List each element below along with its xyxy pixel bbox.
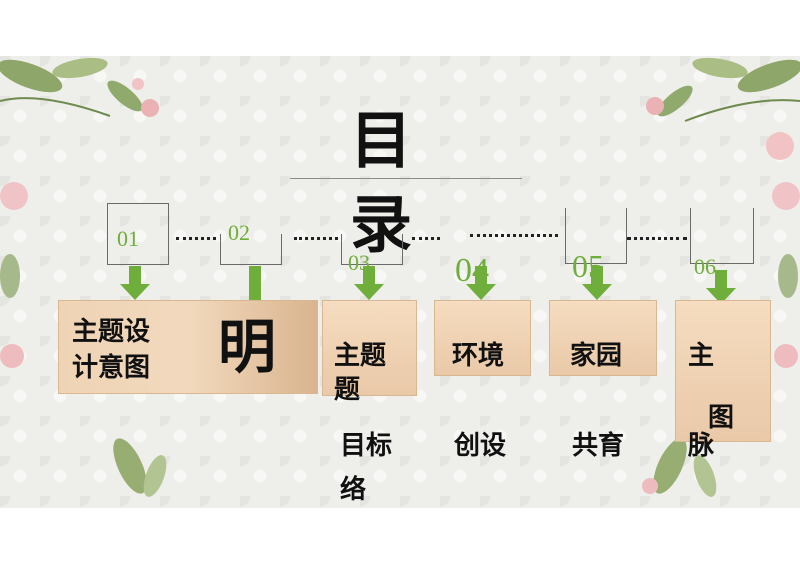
- connector-dots: [412, 237, 440, 240]
- bracket-01: [107, 203, 169, 265]
- item-05-line-1: 家园: [570, 341, 623, 371]
- box-item-03: [322, 300, 417, 396]
- item-number-02: 02: [228, 220, 250, 245]
- title-divider: [290, 178, 522, 179]
- item-02-text: 明: [218, 313, 277, 381]
- box-item-05: [549, 300, 657, 376]
- item-06-line-2: 图: [708, 403, 735, 433]
- item-03-line-3: 目标: [340, 431, 393, 461]
- box-item-04: [434, 300, 531, 376]
- item-04-line-2: 创设: [454, 431, 507, 461]
- slide: 目 录 01 02 03 04 05 06 主题设 计意图 明 主题 题 目标 …: [0, 56, 800, 508]
- bracket-02: [220, 234, 282, 265]
- arrow-down-icon: [249, 266, 261, 300]
- arrow-down-icon: [354, 266, 384, 300]
- box-item-01-02: [58, 300, 318, 394]
- box-item-06: [675, 300, 771, 442]
- arrow-down-icon: [120, 266, 150, 300]
- connector-dots: [294, 237, 338, 240]
- bracket-05: [565, 208, 627, 264]
- item-01-line-1: 主题设: [72, 317, 151, 347]
- connector-dots: [176, 237, 216, 240]
- item-06-line-3: 脉: [688, 431, 715, 461]
- item-number-01: 01: [117, 226, 139, 251]
- floral-decoration-left: [0, 182, 28, 368]
- floral-decoration-bottom-right: [642, 438, 717, 497]
- title-char-lu: 录: [350, 188, 413, 261]
- bracket-06: [690, 208, 754, 264]
- floral-decoration-right: [772, 182, 800, 368]
- connector-dots: [627, 237, 687, 240]
- item-03-line-2: 题: [334, 375, 361, 405]
- arrow-down-icon: [706, 270, 736, 304]
- item-06-line-1: 主: [688, 341, 715, 371]
- floral-decoration-top-right: [646, 57, 800, 160]
- item-04-line-1: 环境: [452, 341, 505, 371]
- bracket-03: [341, 234, 403, 265]
- floral-decoration-top-left: [0, 57, 159, 117]
- title-char-mu: 目: [350, 104, 413, 177]
- item-05-line-2: 共育: [572, 431, 625, 461]
- connector-dots: [470, 234, 558, 237]
- arrow-down-icon: [466, 266, 496, 300]
- floral-decoration-bottom-left: [113, 438, 167, 497]
- item-03-line-1: 主题: [334, 341, 387, 371]
- item-01-line-2: 计意图: [72, 353, 151, 383]
- item-03-line-4: 络: [340, 475, 367, 505]
- arrow-down-icon: [582, 266, 612, 300]
- item-number-06: 06: [694, 254, 716, 279]
